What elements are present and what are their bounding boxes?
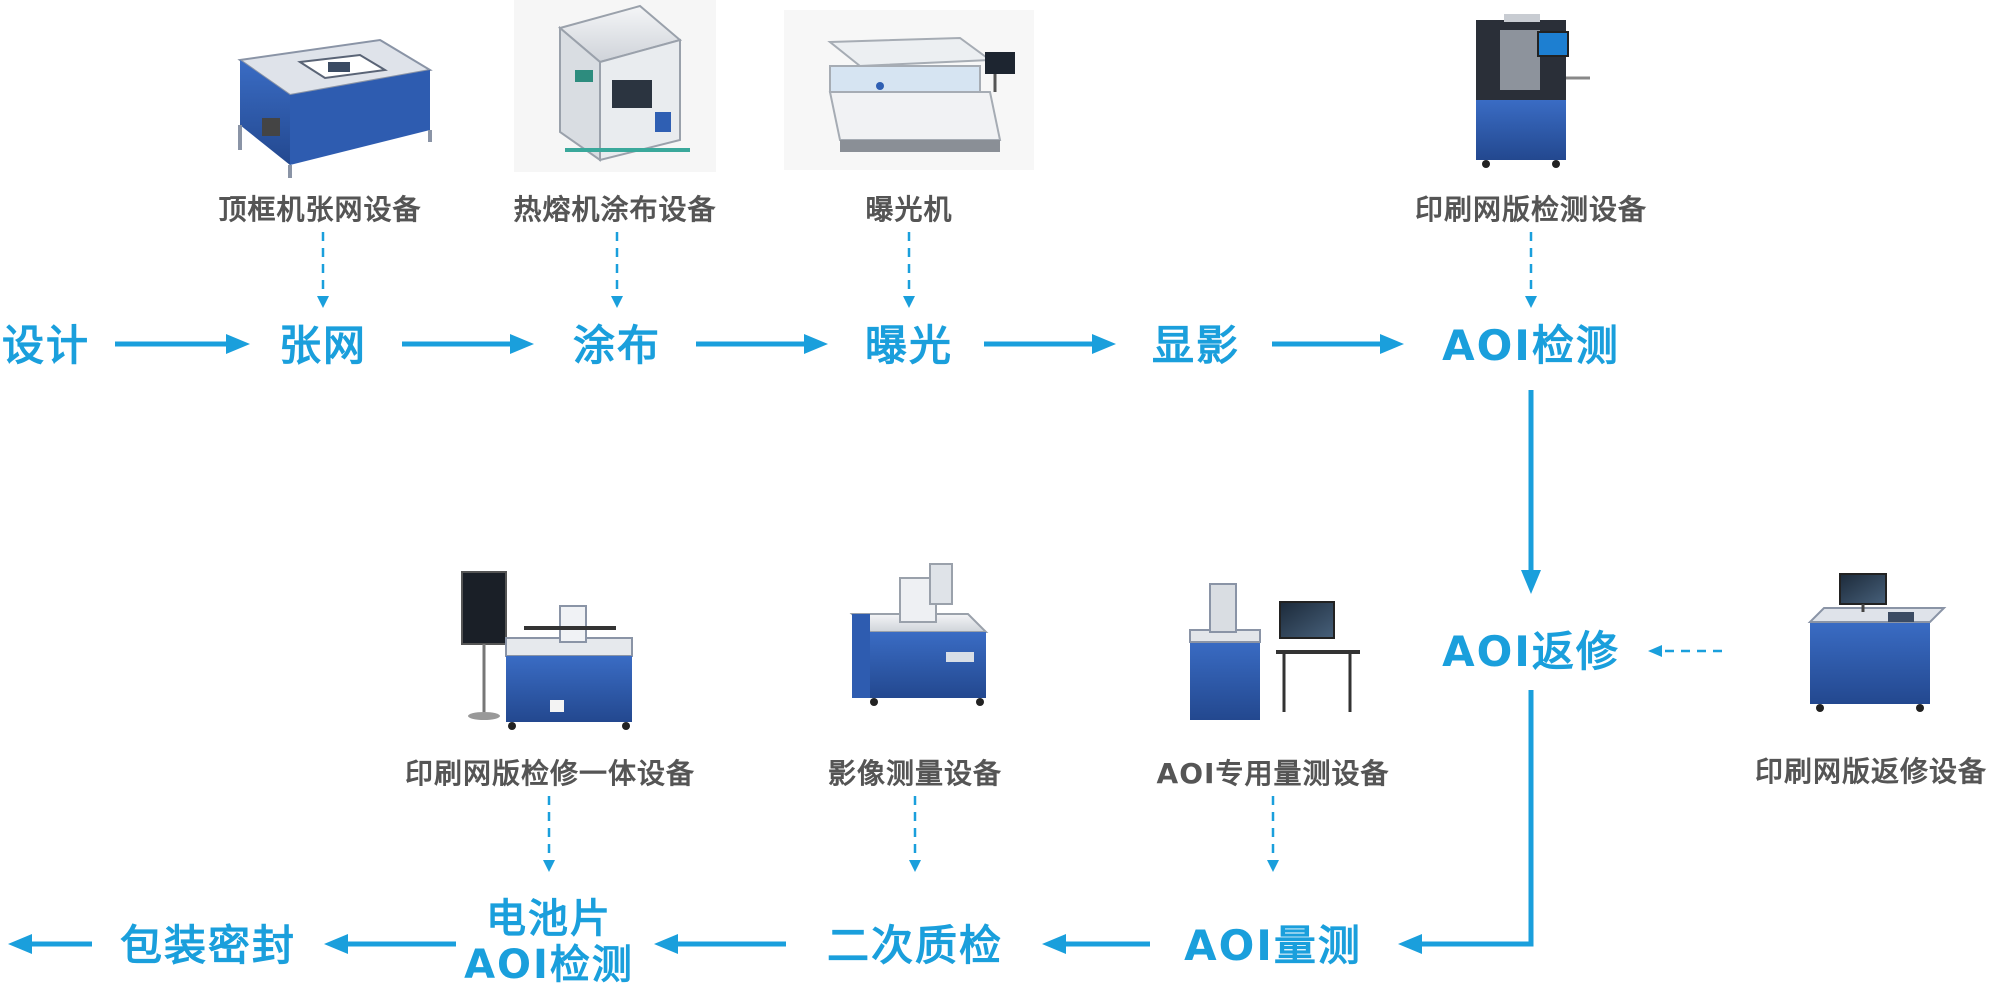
label-aoi-measure-equipment: AOI专用量测设备 — [1157, 757, 1390, 790]
step-develop: 显影 — [1152, 321, 1240, 370]
screen-repair-image — [1807, 573, 1947, 712]
step-second-qc: 二次质检 — [827, 921, 1003, 970]
dashed-connectors — [317, 232, 1722, 872]
step-design: 设计 — [2, 321, 90, 370]
exposure-machine-image — [784, 10, 1034, 170]
step-package: 包装密封 — [120, 921, 296, 970]
image-measure-equipment-image — [849, 563, 989, 706]
screen-inspection-image — [1476, 14, 1590, 168]
aoi-measure-equipment-image — [1189, 583, 1360, 720]
step-coat: 涂布 — [573, 321, 661, 370]
step-expose: 曝光 — [865, 321, 953, 370]
step-stretch: 张网 — [279, 321, 367, 370]
flow-arrows — [8, 334, 1541, 954]
label-exposure-machine: 曝光机 — [865, 193, 952, 226]
label-inspect-repair-integrated: 印刷网版检修一体设备 — [405, 757, 695, 790]
label-image-measure-equipment: 影像测量设备 — [828, 757, 1002, 790]
step-cell-aoi-line1: 电池片 — [486, 896, 612, 942]
step-aoi-repair: AOI返修 — [1442, 627, 1620, 676]
step-aoi-inspect: AOI检测 — [1442, 321, 1620, 370]
label-hot-melt-coater: 热熔机涂布设备 — [513, 193, 716, 226]
label-screen-repair: 印刷网版返修设备 — [1755, 755, 1987, 788]
step-cell-aoi-line2: AOI检测 — [464, 942, 634, 988]
step-aoi-measure: AOI量测 — [1184, 921, 1362, 970]
label-frame-stretcher: 顶框机张网设备 — [218, 193, 421, 226]
hot-melt-coater-image — [514, 0, 716, 172]
frame-stretcher-image — [237, 38, 433, 178]
label-screen-inspection: 印刷网版检测设备 — [1415, 193, 1647, 226]
inspect-repair-integrated-image — [461, 571, 633, 730]
